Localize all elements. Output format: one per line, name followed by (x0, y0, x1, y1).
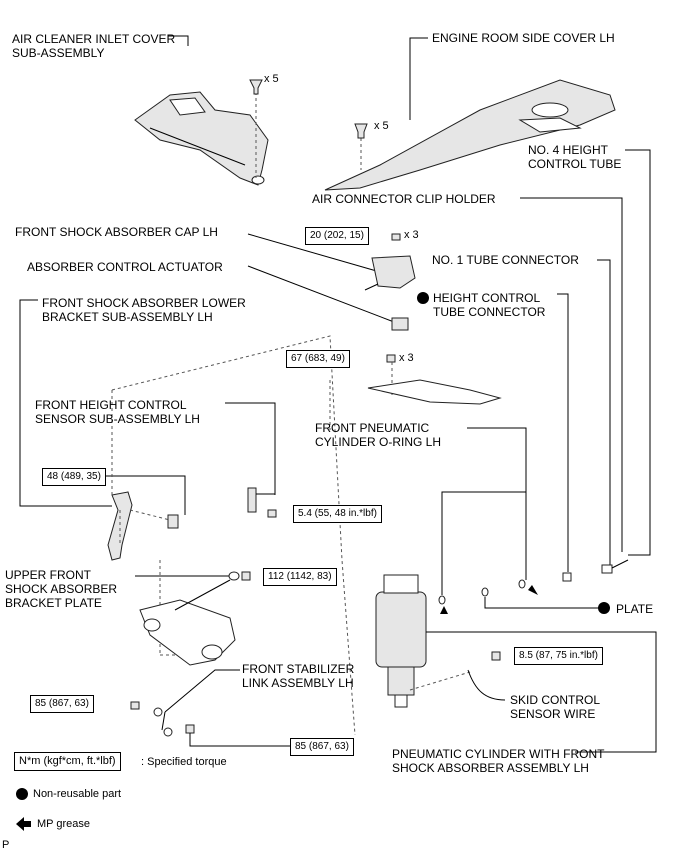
torque-skid-wire: 8.5 (87, 75 in.*lbf) (514, 647, 603, 665)
corner-code: P (2, 839, 10, 851)
torque-upper-mount: 67 (683, 49) (286, 350, 350, 368)
label-height-control-tube-connector: HEIGHT CONTROL TUBE CONNECTOR (433, 291, 546, 319)
legend-torque-unit-desc: : Specified torque (141, 756, 227, 768)
label-front-shock-lower-bracket: FRONT SHOCK ABSORBER LOWER BRACKET SUB-A… (42, 296, 246, 324)
torque-cap: 20 (202, 15) (305, 227, 369, 245)
qty-x5-a: x 5 (264, 73, 279, 85)
label-upper-front-bracket-plate: UPPER FRONT SHOCK ABSORBER BRACKET PLATE (5, 568, 118, 610)
label-engine-room-side-cover: ENGINE ROOM SIDE COVER LH (432, 31, 615, 45)
label-skid-control-sensor-wire: SKID CONTROL SENSOR WIRE (510, 693, 601, 721)
label-absorber-control-actuator: ABSORBER CONTROL ACTUATOR (27, 260, 223, 274)
label-pneumatic-cylinder-assembly: PNEUMATIC CYLINDER WITH FRONT SHOCK ABSO… (392, 747, 605, 775)
torque-plate-nut: 112 (1142, 83) (263, 568, 337, 586)
torque-stabilizer-lower: 85 (867, 63) (290, 738, 354, 756)
label-front-height-control-sensor: FRONT HEIGHT CONTROL SENSOR SUB-ASSEMBLY… (35, 398, 200, 426)
qty-x5-b: x 5 (374, 120, 389, 132)
label-plate: PLATE (616, 602, 654, 616)
label-front-shock-absorber-cap: FRONT SHOCK ABSORBER CAP LH (15, 225, 218, 239)
torque-sensor: 5.4 (55, 48 in.*lbf) (293, 505, 382, 523)
legend-mp-grease: MP grease (37, 818, 90, 830)
qty-x3-b: x 3 (399, 352, 414, 364)
legend-non-reusable: Non-reusable part (33, 788, 122, 800)
qty-x3-a: x 3 (404, 229, 419, 241)
label-air-cleaner-inlet-cover: AIR CLEANER INLET COVER SUB-ASSEMBLY (12, 32, 176, 60)
label-no4-height-control-tube: NO. 4 HEIGHT CONTROL TUBE (528, 143, 622, 171)
pneumatic-cylinder-drawing (375, 574, 427, 708)
label-front-stabilizer-link: FRONT STABILIZER LINK ASSEMBLY LH (242, 662, 355, 690)
engine-room-side-cover-drawing (324, 79, 616, 191)
suspension-arm-drawing (139, 579, 236, 666)
label-front-pneumatic-oring: FRONT PNEUMATIC CYLINDER O-RING LH (315, 421, 442, 449)
legend-torque-unit-box: N*m (kgf*cm, ft.*lbf) (14, 752, 121, 771)
torque-stabilizer-upper: 85 (867, 63) (30, 695, 94, 713)
air-cleaner-inlet-cover-drawing (134, 91, 269, 186)
label-air-connector-clip-holder: AIR CONNECTOR CLIP HOLDER (312, 192, 496, 206)
label-no1-tube-connector: NO. 1 TUBE CONNECTOR (432, 253, 579, 267)
torque-lower-bracket: 48 (489, 35) (42, 468, 106, 486)
